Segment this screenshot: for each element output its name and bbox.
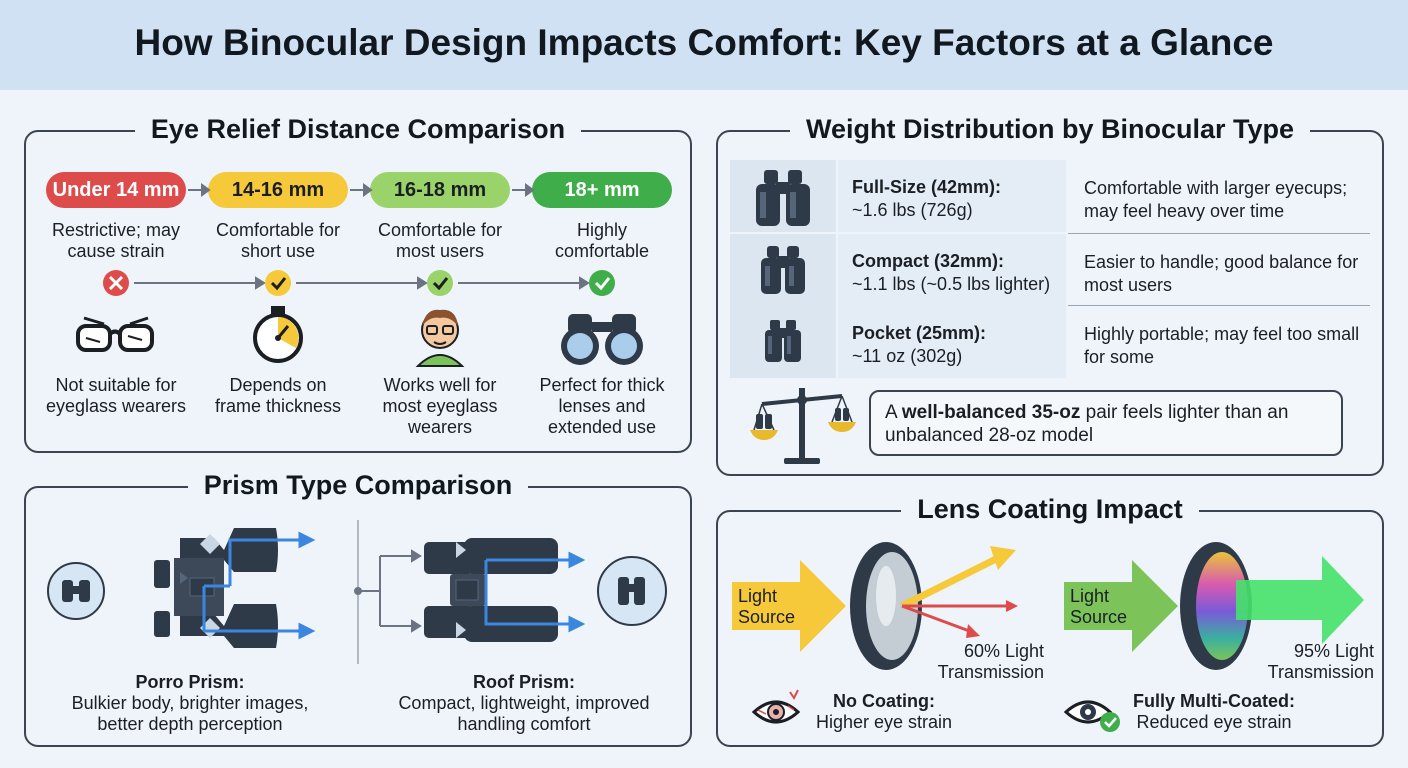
reflected-light-arrow-icon (900, 546, 1018, 638)
porro-name: Porro Prism: (135, 672, 245, 692)
balance-callout: A well-balanced 35-oz pair feels lighter… (869, 390, 1343, 456)
person-with-glasses-icon (415, 309, 465, 367)
compact-binoculars-icon (761, 246, 805, 294)
eyeglasses-icon (76, 316, 154, 352)
comfort-note: Easier to handle; good balance for most … (1084, 252, 1359, 295)
pocket-binoculars-icon (765, 320, 801, 362)
porro-binoculars-circle-icon (47, 562, 105, 620)
stage-desc-16-18: Comfortable for most users (377, 220, 503, 261)
multi-coated-name: Fully Multi-Coated: (1133, 691, 1295, 711)
pill-arrow-icon (188, 183, 535, 197)
prism-graphics (47, 520, 667, 664)
weight-panel: Weight Distribution by Binocular Type (716, 114, 1384, 476)
check-icon (427, 270, 453, 296)
porro-desc: Bulkier body, brighter images, better de… (71, 693, 309, 734)
left-light-source-label: Light Source (738, 586, 796, 627)
stage-result-18-plus: Perfect for thick lenses and extended us… (539, 375, 665, 437)
roof-prism-binoculars-icon (424, 538, 558, 642)
callout-emphasis: well-balanced 35-oz (901, 402, 1081, 423)
stage-desc-14-16: Comfortable for short use (215, 220, 341, 261)
right-transmission-label: 95% Light Transmission (1267, 641, 1374, 682)
check-icon (265, 270, 291, 296)
stage-pill-18-plus: 18+ mm (532, 172, 672, 208)
strained-eye-icon (751, 689, 801, 724)
binocular-type-cell (730, 306, 836, 378)
page-title: How Binocular Design Impacts Comfort: Ke… (134, 22, 1274, 63)
status-connector (134, 276, 590, 290)
roof-name: Roof Prism: (472, 672, 575, 692)
binocular-type-cell (730, 160, 836, 232)
roof-binoculars-circle-icon (597, 556, 667, 626)
callout-prefix: A (885, 402, 902, 423)
stage-pill-14-16: 14-16 mm (208, 172, 348, 208)
relaxed-eye-icon (1063, 700, 1120, 732)
row-divider (1068, 305, 1370, 306)
coating-graphics (732, 542, 1364, 732)
weight-title: Weight Distribution by Binocular Type (789, 114, 1311, 144)
multi-coated-desc: Reduced eye strain (1136, 712, 1292, 732)
table-row: Full-Size (42mm): ~1.6 lbs (726g) Comfor… (730, 160, 1370, 232)
eye-relief-graphics (76, 183, 643, 367)
comfort-note: Highly portable; may feel too small for … (1084, 324, 1360, 367)
binocular-weight: ~1.6 lbs (726g) (852, 200, 973, 220)
binocular-weight: ~11 oz (302g) (852, 346, 963, 366)
transmitted-light-arrow-icon (1236, 556, 1364, 644)
branch-connector (354, 549, 422, 633)
spec-cell: Full-Size (42mm): ~1.6 lbs (726g) (838, 160, 1066, 232)
balance-callout-text: A well-balanced 35-oz pair feels lighter… (885, 401, 1335, 447)
binocular-type-name: Compact (32mm): (852, 251, 1005, 271)
stopwatch-icon (253, 306, 303, 363)
comfort-note: Comfortable with larger eyecups; may fee… (1084, 178, 1348, 221)
stage-result-16-18: Works well for most eyeglass wearers (382, 375, 498, 437)
cross-icon (103, 270, 129, 296)
uncoated-lens-icon (850, 542, 922, 670)
table-row: Pocket (25mm): ~11 oz (302g) Highly port… (730, 306, 1370, 378)
check-icon (589, 270, 615, 296)
no-coating-desc: Higher eye strain (815, 712, 953, 732)
title-banner: How Binocular Design Impacts Comfort: Ke… (0, 0, 1408, 90)
spec-cell: Pocket (25mm): ~11 oz (302g) (838, 306, 1066, 378)
coating-panel: Lens Coating Impact (716, 494, 1384, 747)
light-source-arrow-icon (732, 560, 846, 652)
table-row: Compact (32mm): ~1.1 lbs (~0.5 lbs light… (730, 234, 1370, 306)
light-path-arrow-icon (202, 531, 316, 640)
binocular-type-name: Pocket (25mm): (852, 323, 987, 343)
balance-scale-icon (750, 388, 856, 464)
stage-result-14-16: Depends on frame thickness (214, 375, 342, 416)
no-coating-name: No Coating: (833, 691, 935, 711)
left-transmission-label: 60% Light Transmission (937, 641, 1044, 682)
binocular-type-name: Full-Size (42mm): (852, 177, 1002, 197)
prism-title: Prism Type Comparison (187, 470, 529, 500)
binoculars-icon (561, 314, 643, 365)
stage-result-under-14: Not suitable for eyeglass wearers (45, 375, 187, 416)
coating-title: Lens Coating Impact (901, 494, 1199, 524)
callout-rest: pair feels lighter than an unbalanced 28… (885, 402, 1289, 446)
binocular-weight: ~1.1 lbs (~0.5 lbs lighter) (852, 274, 1051, 294)
spec-cell: Compact (32mm): ~1.1 lbs (~0.5 lbs light… (838, 234, 1066, 306)
coated-lens-icon (1180, 542, 1252, 670)
light-source-arrow-icon (1064, 560, 1178, 652)
row-divider (1068, 233, 1370, 234)
roof-desc: Compact, lightweight, improved handling … (398, 693, 650, 734)
right-light-source-label: Light Source (1070, 586, 1128, 627)
light-path-arrow-icon (484, 551, 586, 633)
stage-pill-16-18: 16-18 mm (370, 172, 510, 208)
stage-desc-18-plus: Highly comfortable (554, 220, 650, 261)
prism-panel: Prism Type Comparison (24, 470, 692, 747)
binocular-type-cell (730, 234, 836, 306)
stage-desc-under-14: Restrictive; may cause strain (51, 220, 181, 261)
eye-relief-panel: Eye Relief Distance Comparison (24, 114, 692, 453)
full-size-binoculars-icon (756, 170, 810, 226)
eye-relief-title: Eye Relief Distance Comparison (134, 114, 582, 144)
stage-pill-under-14: Under 14 mm (46, 172, 186, 208)
